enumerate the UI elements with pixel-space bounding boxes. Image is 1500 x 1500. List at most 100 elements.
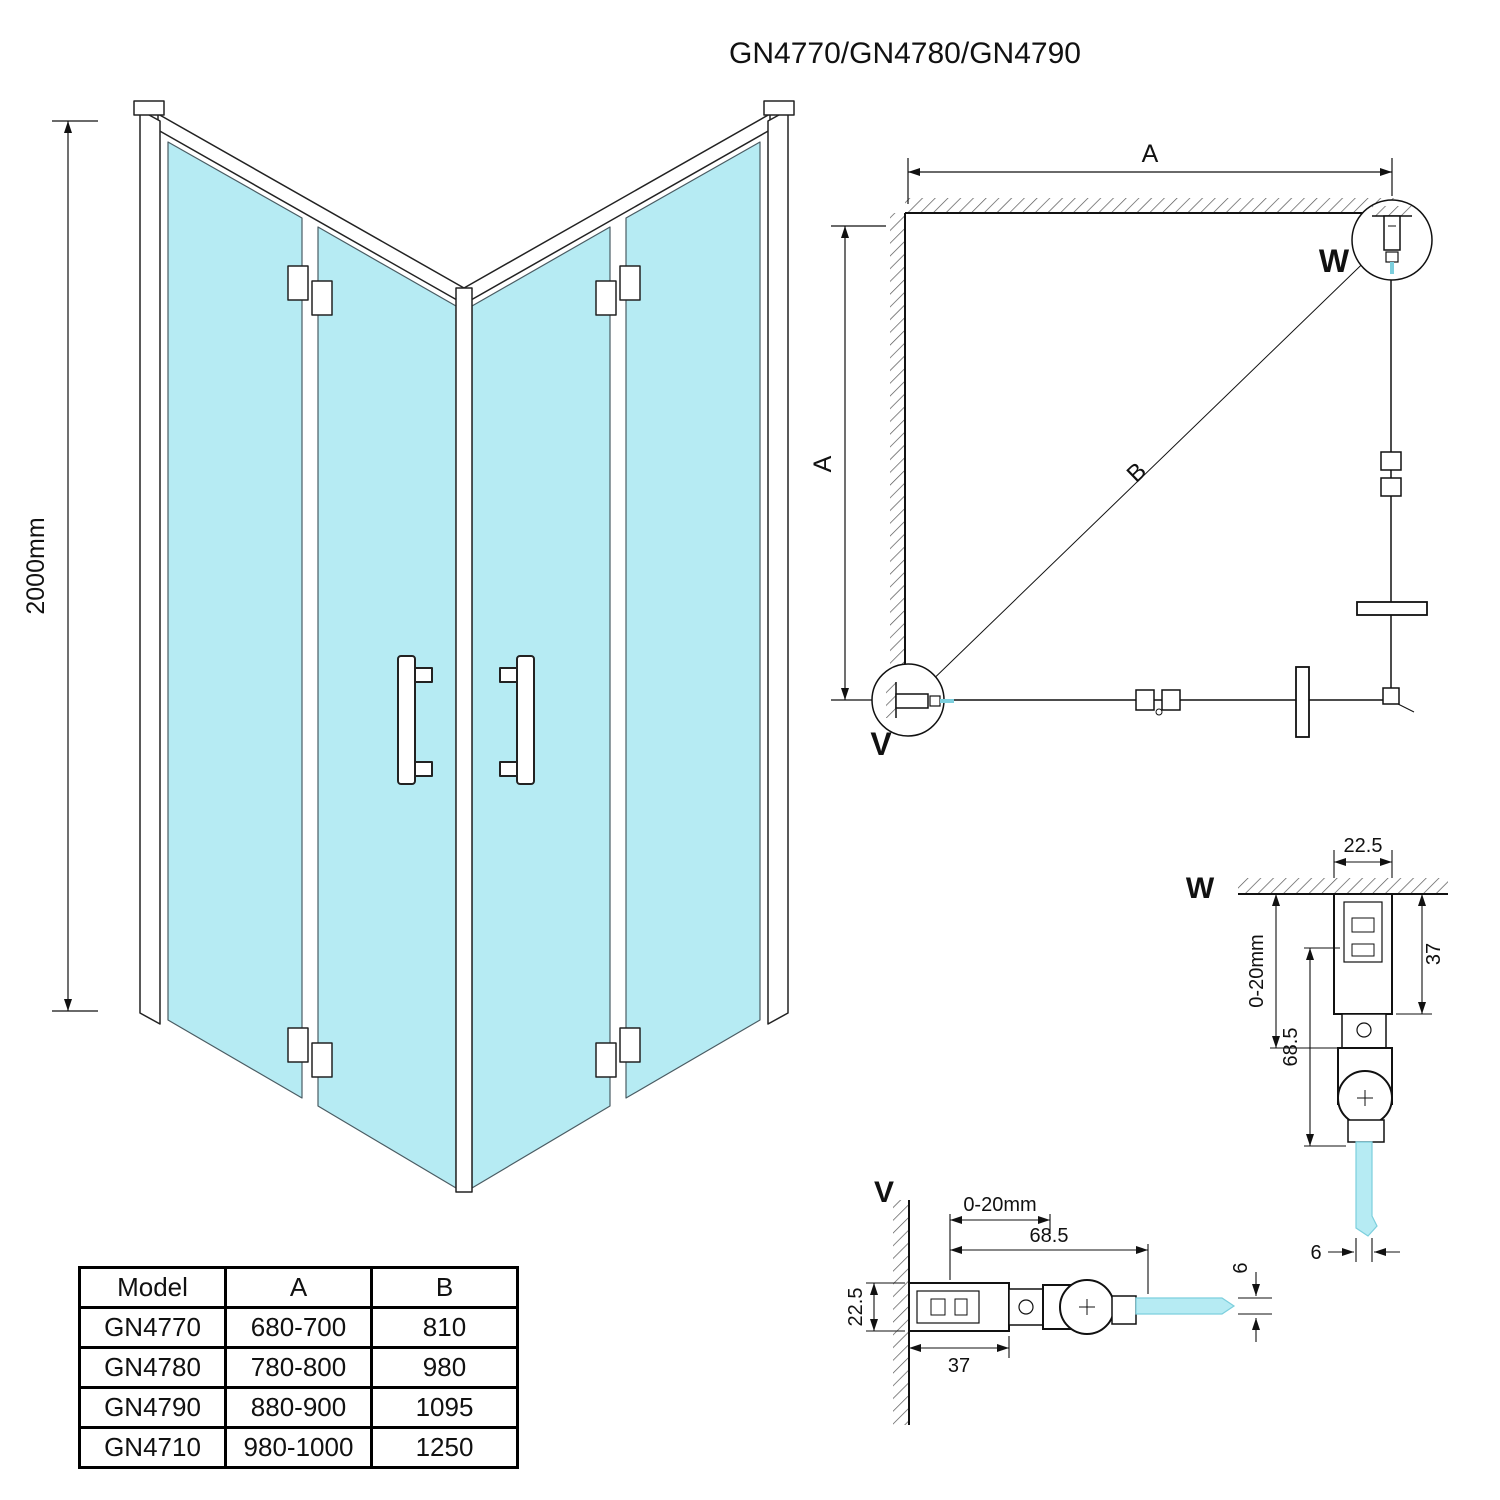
hinge <box>619 265 641 301</box>
glass-panel <box>625 141 761 1099</box>
detail-w-view: W 22.5 37 <box>1186 835 1448 1264</box>
plan-corner-piece <box>1382 687 1400 705</box>
isometric-view: 2000mm <box>22 100 795 1193</box>
table-row: GN4770 680-700 810 <box>78 1306 519 1349</box>
table-header-b: B <box>370 1266 519 1309</box>
wall-bracket-cap-left <box>133 100 165 116</box>
dim-v-width <box>866 1282 905 1332</box>
dim-v-glass <box>1238 1272 1272 1342</box>
door-handles <box>397 655 535 785</box>
table-cell-a: 680-700 <box>224 1306 373 1349</box>
glass-panel <box>317 226 457 1189</box>
plan-dim-top <box>907 158 1393 204</box>
table-row: GN4790 880-900 1095 <box>78 1386 519 1429</box>
mini-profile <box>895 693 929 709</box>
hinge <box>287 265 309 301</box>
dim-v-adjust-label: 0-20mm <box>963 1194 1036 1216</box>
plan-detail-circle-w <box>1351 199 1433 281</box>
dim-w-glass <box>1328 1238 1400 1262</box>
dim-w-depth <box>1396 894 1432 1015</box>
dim-v-adjust <box>949 1214 1051 1280</box>
table-cell-model: GN4780 <box>78 1346 227 1389</box>
plan-detail-v-label: V <box>870 726 892 762</box>
detail-v-view: V 0-20mm 68.5 <box>845 1176 1272 1425</box>
dim-w-width-label: 22.5 <box>1344 835 1383 857</box>
fold-hinges <box>287 265 641 1078</box>
w-profile <box>1333 893 1393 1143</box>
table-row: GN4710 980-1000 1250 <box>78 1426 519 1469</box>
mini-clamp <box>929 695 941 707</box>
plan-hinge <box>1380 477 1402 497</box>
w-glass <box>1355 1141 1378 1237</box>
plan-detail-w-label: W <box>1319 243 1350 279</box>
table-cell-a: 780-800 <box>224 1346 373 1389</box>
mini-clamp <box>1385 251 1399 263</box>
dim-w-adjust <box>1270 893 1338 1049</box>
plan-hardware-bottom <box>1135 666 1310 738</box>
plan-hinge <box>1380 451 1402 471</box>
dim-w-hinge <box>1304 947 1346 1147</box>
page-title: GN4770/GN4780/GN4790 <box>729 37 1081 70</box>
table-cell-b: 1250 <box>370 1426 519 1469</box>
table-cell-a: 980-1000 <box>224 1426 373 1469</box>
handle-bar <box>397 655 416 785</box>
dim-w-depth-label: 37 <box>1423 943 1445 965</box>
plan-hinge <box>1161 689 1181 711</box>
dim-v-glass-label: 6 <box>1230 1262 1252 1273</box>
dim-w-hinge-label: 68.5 <box>1280 1028 1302 1067</box>
handle-bar <box>516 655 535 785</box>
plan-detail-circle-v <box>871 663 954 737</box>
wall-hatch-left <box>890 213 905 703</box>
table-cell-b: 980 <box>370 1346 519 1389</box>
dim-w-width <box>1333 850 1393 878</box>
plan-handle <box>1295 666 1310 738</box>
dim-v-width-label: 22.5 <box>845 1288 867 1327</box>
detail-w-label: W <box>1186 872 1215 905</box>
plan-dim-diag-label: B <box>1122 457 1152 488</box>
corner-profile <box>455 287 473 1193</box>
dim-v-depth-label: 37 <box>948 1355 970 1377</box>
plan-diagonal <box>919 242 1385 693</box>
plan-hinge <box>1135 689 1155 711</box>
height-dimension <box>52 120 98 1012</box>
height-dimension-label: 2000mm <box>22 517 50 614</box>
table-cell-a: 880-900 <box>224 1386 373 1429</box>
table-header-a: A <box>224 1266 373 1309</box>
plan-dim-left-label: A <box>809 455 837 472</box>
table-row: GN4780 780-800 980 <box>78 1346 519 1389</box>
dim-v-hinge <box>950 1244 1149 1294</box>
glass-panel <box>471 226 611 1189</box>
hinge <box>311 1042 333 1078</box>
plan-dim-top-label: A <box>1142 140 1159 168</box>
glass-panels <box>167 141 761 1189</box>
handle-stub <box>499 761 519 777</box>
plan-corner-tick <box>1397 703 1415 713</box>
v-glass <box>1135 1297 1236 1315</box>
handle-stub <box>413 667 433 683</box>
table-header-model: Model <box>78 1266 227 1309</box>
table-cell-b: 1095 <box>370 1386 519 1429</box>
mini-wall-hatch <box>1372 206 1412 216</box>
handle-stub <box>413 761 433 777</box>
hinge <box>595 1042 617 1078</box>
hinge <box>619 1027 641 1063</box>
detail-v-label: V <box>874 1176 894 1209</box>
wall-bracket-cap-right <box>763 100 795 116</box>
ceiling-hatch <box>1238 878 1448 894</box>
mini-profile <box>1383 215 1401 251</box>
hinge <box>287 1027 309 1063</box>
wall-profile-right <box>767 109 789 1025</box>
handle-stub <box>499 667 519 683</box>
plan-pivot-dot <box>1155 708 1163 716</box>
hinge <box>595 280 617 316</box>
dim-w-glass-label: 6 <box>1310 1242 1321 1264</box>
mini-wall-hatch <box>886 682 896 718</box>
plan-view: A A B W V <box>809 140 1433 762</box>
wall-hatch-top <box>905 198 1395 213</box>
table-cell-model: GN4770 <box>78 1306 227 1349</box>
table-cell-model: GN4790 <box>78 1386 227 1429</box>
dim-v-hinge-label: 68.5 <box>1030 1225 1069 1247</box>
wall-hatch <box>893 1200 909 1425</box>
table-cell-b: 810 <box>370 1306 519 1349</box>
